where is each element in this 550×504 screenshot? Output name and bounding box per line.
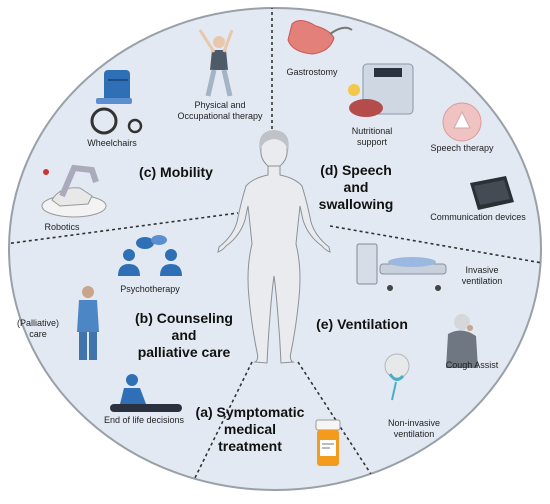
cough-assist-label: Cough Assist bbox=[436, 360, 508, 371]
end-of-life-line-1: End of life decisions bbox=[103, 415, 185, 425]
section-e-line-1: (e) Ventilation bbox=[316, 316, 408, 332]
physical-therapy-line-1: Physical and bbox=[194, 100, 246, 110]
divider-right bbox=[329, 225, 541, 265]
section-title-a: (a) Symptomatic medical treatment bbox=[190, 404, 310, 455]
invasive-ventilation-line-2: ventilation bbox=[461, 276, 503, 286]
section-title-c: (c) Mobility bbox=[128, 164, 224, 181]
wheelchairs-line-1: Wheelchairs bbox=[87, 138, 137, 148]
section-title-b: (b) Counseling and palliative care bbox=[128, 310, 240, 361]
throat-icon bbox=[442, 102, 482, 142]
end-of-life-label: End of life decisions bbox=[92, 415, 196, 426]
invasive-ventilation-label: Invasive ventilation bbox=[450, 265, 514, 287]
oxygen-mask-icon bbox=[384, 353, 410, 401]
section-title-d: (d) Speech and swallowing bbox=[306, 162, 406, 213]
wheelchairs-label: Wheelchairs bbox=[76, 138, 148, 149]
palliative-care-line-2: care bbox=[29, 329, 47, 339]
noninvasive-ventilation-line-2: ventilation bbox=[393, 429, 435, 439]
doctor-icon bbox=[77, 286, 99, 360]
nutritional-support-label: Nutritional support bbox=[342, 126, 402, 148]
section-c-line-1: (c) Mobility bbox=[139, 164, 213, 180]
section-b-line-2: and bbox=[171, 327, 197, 343]
psychotherapy-line-1: Psychotherapy bbox=[120, 284, 180, 294]
palliative-care-line-1: (Palliative) bbox=[16, 318, 59, 328]
communication-devices-label: Communication devices bbox=[422, 212, 534, 223]
gastrostomy-label: Gastrostomy bbox=[280, 67, 344, 78]
people-talking-icon bbox=[118, 235, 182, 276]
hospital-bed-icon bbox=[356, 243, 447, 291]
cpr-icon bbox=[110, 374, 182, 412]
nutritional-support-line-1: Nutritional bbox=[351, 126, 393, 136]
nutritional-support-line-2: support bbox=[356, 137, 388, 147]
wheelchair-icon bbox=[90, 70, 143, 135]
speech-therapy-label: Speech therapy bbox=[422, 143, 502, 154]
speech-therapy-line-1: Speech therapy bbox=[430, 143, 494, 153]
pill-bottle-icon bbox=[315, 419, 341, 466]
section-d-line-2: and bbox=[343, 179, 369, 195]
divider-bottom-right bbox=[297, 361, 381, 489]
coughing-person-icon bbox=[446, 314, 478, 368]
section-a-line-2: medical bbox=[223, 421, 277, 437]
gastrostomy-line-1: Gastrostomy bbox=[286, 67, 338, 77]
robotic-arm-icon bbox=[41, 164, 107, 218]
human-body-icon bbox=[217, 133, 331, 364]
physical-therapy-line-2: Occupational therapy bbox=[177, 111, 263, 121]
section-title-e: (e) Ventilation bbox=[306, 316, 418, 333]
noninvasive-ventilation-label: Non-invasive ventilation bbox=[378, 418, 450, 440]
invasive-ventilation-line-1: Invasive bbox=[465, 265, 499, 275]
section-a-line-1: (a) Symptomatic bbox=[195, 404, 305, 420]
food-icon bbox=[348, 84, 383, 117]
communication-devices-line-1: Communication devices bbox=[430, 212, 526, 222]
robotics-line-1: Robotics bbox=[44, 222, 80, 232]
section-d-line-3: swallowing bbox=[318, 196, 394, 212]
physical-therapy-label: Physical and Occupational therapy bbox=[164, 100, 276, 122]
section-b-line-3: palliative care bbox=[137, 344, 231, 360]
robotics-label: Robotics bbox=[32, 222, 92, 233]
tablet-icon bbox=[470, 176, 514, 210]
section-a-line-3: treatment bbox=[218, 438, 282, 454]
section-d-line-1: (d) Speech bbox=[320, 162, 392, 178]
noninvasive-ventilation-line-1: Non-invasive bbox=[387, 418, 441, 428]
stretching-person-icon bbox=[198, 29, 234, 97]
palliative-care-label: (Palliative) care bbox=[10, 318, 66, 340]
stomach-icon bbox=[287, 20, 353, 55]
cough-assist-line-1: Cough Assist bbox=[445, 360, 499, 370]
psychotherapy-label: Psychotherapy bbox=[112, 284, 188, 295]
human-hair bbox=[259, 130, 289, 152]
section-b-line-1: (b) Counseling bbox=[135, 310, 233, 326]
